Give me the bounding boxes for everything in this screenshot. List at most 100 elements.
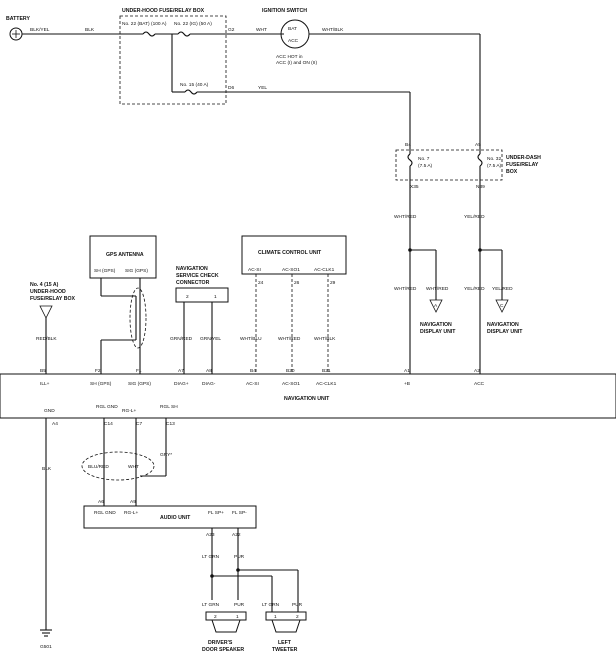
svg-text:A4: A4	[52, 421, 58, 427]
svg-text:No. 15 (40 A): No. 15 (40 A)	[180, 82, 209, 88]
svg-text:GRN/RED: GRN/RED	[170, 336, 193, 342]
svg-text:ACC (I) and ON (II): ACC (I) and ON (II)	[276, 60, 317, 66]
svg-text:GRN/YEL: GRN/YEL	[200, 336, 221, 342]
svg-text:SERVICE CHECK: SERVICE CHECK	[176, 273, 219, 279]
underdash-fuse-box: B4 A5 No. 7 (7.5 A) No. 32 (7.5 A) UNDER…	[395, 142, 541, 190]
svg-text:1: 1	[214, 294, 217, 300]
speaker-wiring: LT GRN PUR LT GRN PUR LT GRN PUR	[202, 528, 303, 612]
svg-text:F2: F2	[95, 368, 101, 374]
svg-text:IGNITION SWITCH: IGNITION SWITCH	[262, 8, 307, 14]
svg-text:BLU/RED: BLU/RED	[88, 464, 109, 470]
svg-text:A1: A1	[404, 368, 410, 374]
svg-text:TWEETER: TWEETER	[272, 647, 298, 653]
ignition-switch: WHT IGNITION SWITCH BAT ACC WHT/BLK ACC …	[226, 8, 480, 66]
svg-text:B4: B4	[250, 368, 256, 374]
audio-wiring: BLK G501 BLU/RED WHT GRY*	[40, 418, 172, 650]
svg-text:DIAG-: DIAG-	[202, 381, 216, 387]
svg-text:AC-SI: AC-SI	[248, 267, 261, 273]
svg-text:24: 24	[258, 280, 264, 286]
svg-text:B5: B5	[40, 368, 46, 374]
svg-text:SH (GPS): SH (GPS)	[94, 268, 116, 274]
svg-text:NAVIGATION: NAVIGATION	[176, 266, 208, 272]
svg-text:B20: B20	[286, 368, 295, 374]
svg-text:NAVIGATION: NAVIGATION	[420, 322, 452, 328]
svg-text:26: 26	[294, 280, 300, 286]
wire-blk: BLK	[85, 27, 95, 33]
svg-text:N39: N39	[476, 184, 485, 190]
svg-text:C13: C13	[166, 421, 175, 427]
svg-text:BLK: BLK	[42, 466, 52, 472]
svg-text:(7.5 A): (7.5 A)	[418, 163, 433, 169]
svg-text:GND: GND	[44, 408, 55, 414]
svg-text:C14: C14	[104, 421, 113, 427]
svg-text:WHT/RED: WHT/RED	[278, 336, 301, 342]
svg-text:G2: G2	[228, 27, 235, 33]
svg-text:PUR: PUR	[292, 602, 303, 608]
svg-text:PUR: PUR	[234, 554, 245, 560]
svg-text:NAVIGATION: NAVIGATION	[487, 322, 519, 328]
svg-text:(7.5 A): (7.5 A)	[487, 163, 502, 169]
svg-text:RGL SH: RGL SH	[160, 404, 178, 410]
svg-text:29: 29	[330, 280, 336, 286]
wire-blk-yel: BLK/YEL	[30, 27, 50, 33]
svg-text:D6: D6	[228, 85, 234, 91]
svg-text:WHT/BLK: WHT/BLK	[322, 27, 344, 33]
audio-unit: A6 A9 RGL GND RG-L+ AUDIO UNIT FL SP+ FL…	[83, 499, 257, 538]
nav-service-connector: NAVIGATION SERVICE CHECK CONNECTOR 2 1 G…	[170, 266, 229, 374]
svg-text:WHT/RED: WHT/RED	[426, 286, 449, 292]
svg-text:SIG (GPS): SIG (GPS)	[125, 268, 148, 274]
navigation-unit: NAVIGATION UNIT B5 F2 F1 A7 A8 B4 B20 B2…	[0, 368, 616, 427]
svg-text:A9: A9	[130, 499, 136, 505]
svg-text:AC-CLK1: AC-CLK1	[316, 381, 337, 387]
svg-text:DRIVER'S: DRIVER'S	[208, 640, 233, 646]
svg-text:DISPLAY UNIT: DISPLAY UNIT	[420, 329, 456, 335]
svg-text:A7: A7	[178, 368, 184, 374]
svg-text:No. 32: No. 32	[487, 156, 501, 162]
svg-text:FL SP-: FL SP-	[232, 510, 247, 516]
svg-text:DIAG+: DIAG+	[174, 381, 189, 387]
climate-control-unit: CLIMATE CONTROL UNIT AC-SI AC-SO1 AC-CLK…	[240, 235, 347, 374]
svg-text:WHT: WHT	[256, 27, 267, 33]
svg-text:FL SP+: FL SP+	[208, 510, 224, 516]
svg-text:No. 4 (15 A): No. 4 (15 A)	[30, 282, 59, 288]
svg-text:UNDER-DASH: UNDER-DASH	[506, 155, 541, 161]
svg-text:BAT: BAT	[288, 26, 297, 32]
svg-text:CONNECTOR: CONNECTOR	[176, 280, 210, 286]
left-tweeter: 1 2 LEFT TWEETER	[265, 611, 307, 653]
svg-text:AUDIO UNIT: AUDIO UNIT	[160, 515, 191, 521]
svg-text:A: A	[434, 303, 438, 309]
battery-label: BATTERY	[6, 16, 30, 22]
svg-text:WHT/RED: WHT/RED	[394, 214, 417, 220]
svg-text:No. 22 (BAT) (100 A): No. 22 (BAT) (100 A)	[122, 21, 167, 27]
svg-text:UNDER-HOOD: UNDER-HOOD	[30, 289, 66, 295]
svg-text:ACC: ACC	[288, 38, 299, 44]
svg-text:YEL/RED: YEL/RED	[492, 286, 513, 292]
svg-text:WHT/BLK: WHT/BLK	[314, 336, 336, 342]
svg-text:A8: A8	[206, 368, 212, 374]
svg-text:PUR: PUR	[234, 602, 245, 608]
svg-text:CLIMATE CONTROL UNIT: CLIMATE CONTROL UNIT	[258, 250, 322, 256]
svg-text:NAVIGATION UNIT: NAVIGATION UNIT	[284, 396, 330, 402]
svg-text:+B: +B	[404, 381, 410, 387]
svg-text:AC-CLK1: AC-CLK1	[314, 267, 335, 273]
svg-text:A23: A23	[206, 532, 215, 538]
svg-text:ACC: ACC	[474, 381, 485, 387]
svg-text:A5: A5	[475, 142, 481, 148]
fuse-4: No. 4 (15 A) UNDER-HOOD FUSE/RELAY BOX R…	[30, 282, 76, 374]
nav-display-ref-a: A NAVIGATION DISPLAY UNIT	[420, 299, 456, 335]
svg-text:RED/BLK: RED/BLK	[36, 336, 57, 342]
battery: BATTERY BLK/YEL BLK	[6, 16, 120, 41]
svg-text:AC-SO1: AC-SO1	[282, 267, 300, 273]
svg-text:SIG (GPS): SIG (GPS)	[128, 381, 151, 387]
driver-door-speaker: 2 1 DRIVER'S DOOR SPEAKER	[202, 611, 247, 653]
svg-text:YEL/RED: YEL/RED	[464, 286, 485, 292]
svg-text:AC-SI: AC-SI	[246, 381, 259, 387]
svg-text:FUSE/RELAY: FUSE/RELAY	[506, 162, 539, 168]
svg-text:F1: F1	[136, 368, 142, 374]
svg-text:ILL+: ILL+	[40, 381, 50, 387]
svg-text:2: 2	[296, 614, 299, 620]
underhood-title: UNDER-HOOD FUSE/RELAY BOX	[122, 8, 205, 14]
svg-text:FUSE/RELAY BOX: FUSE/RELAY BOX	[30, 296, 76, 302]
svg-text:1: 1	[236, 614, 239, 620]
gps-antenna: GPS ANTENNA SH (GPS) SIG (GPS)	[89, 235, 157, 374]
